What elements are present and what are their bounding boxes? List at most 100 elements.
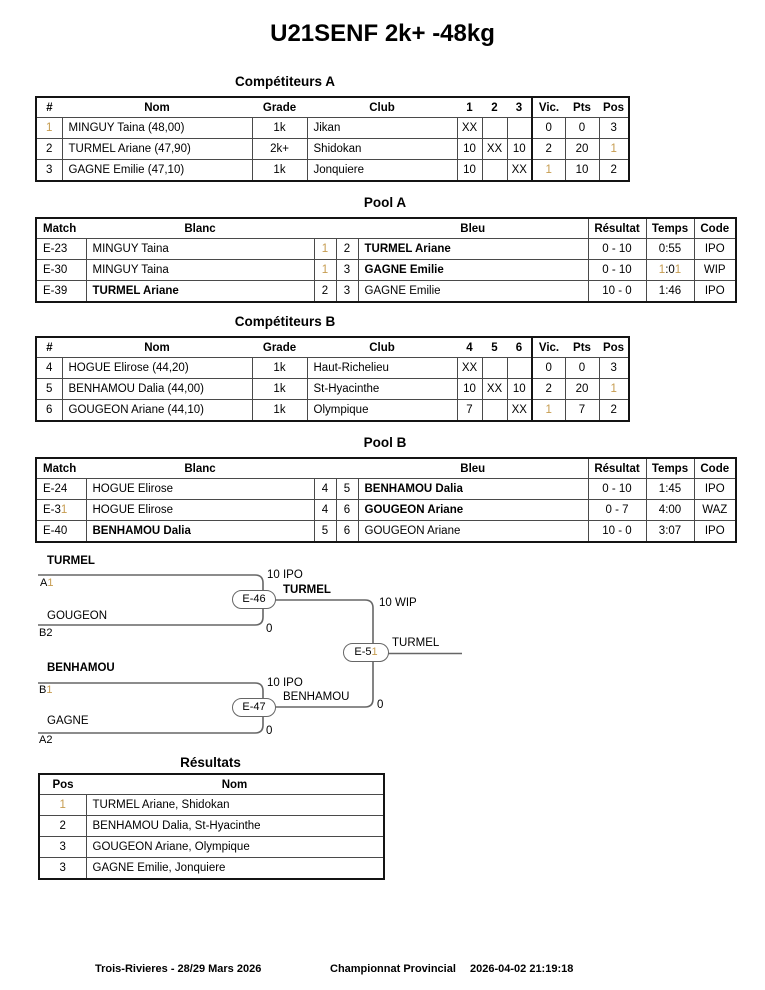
column-header: 5 [482,337,507,358]
table-cell: 1k [251,399,308,422]
table-cell: HOGUE Elirose [85,499,315,521]
column-header: Club [307,97,457,118]
bracket-seed-name: BENHAMOU [47,662,115,674]
column-header: Grade [252,97,307,118]
table-cell: TURMEL Ariane [85,280,315,303]
table-cell [481,399,508,422]
table-cell: 2k+ [251,138,308,160]
table-cell: IPO [693,238,737,260]
table-cell: 4 [313,478,337,500]
page-title: U21SENF 2k+ -48kg [270,20,495,47]
table-cell: 1 [598,138,630,160]
column-header: 4 [457,337,482,358]
table-cell: GAGNE Emilie (47,10) [61,159,253,182]
column-header: Match [36,458,86,479]
table-cell: 3 [335,280,359,303]
table-cell: E-23 [35,238,87,260]
column-header: Nom [62,337,252,358]
table-cell: 3:07 [645,520,695,543]
table-cell: TURMEL Ariane (47,90) [61,138,253,160]
table-cell: 10 [456,159,483,182]
column-header: Temps [645,458,694,479]
column-header: Vic. [531,337,565,358]
table-cell: E-40 [35,520,87,543]
tan-one-digit: 1 [610,383,617,395]
table-cell: XX [456,117,483,139]
table-cell: 7 [564,399,600,422]
table-cell: TURMEL Ariane, Shidokan [85,794,385,816]
table-cell: 1k [251,378,308,400]
table-cell: 0 - 10 [587,259,647,281]
column-header: Nom [86,774,384,795]
column-header: Vic. [531,97,565,118]
table-cell: GAGNE Emilie, Jonquiere [85,857,385,880]
column-header: Résultat [587,458,646,479]
column-header: Blanc [86,218,314,239]
table-cell: 1:46 [645,280,695,303]
section-heading-competitors-a: Compétiteurs A [234,74,335,89]
table-cell: 4 [313,499,337,521]
footer-location: Trois-Rivieres - 28/29 Mars 2026 [95,963,262,975]
table-cell: MINGUY Taina (48,00) [61,117,253,139]
column-header: Pts [565,337,599,358]
table-cell: GOUGEON Ariane (44,10) [61,399,253,422]
table-cell: MINGUY Taina [85,238,315,260]
bracket-match-oval: E-51 [343,643,389,662]
table-cell: 0 [531,117,566,139]
tan-one-digit: 1 [658,264,666,276]
table-cell: BENHAMOU Dalia (44,00) [61,378,253,400]
table-cell: 1 [35,117,63,139]
table-cell: 2 [335,238,359,260]
table-cell: 20 [564,138,600,160]
table-cell: 1 [598,378,630,400]
column-header: Blanc [86,458,314,479]
table-cell: 1:45 [645,478,695,500]
table-cell: 10 [506,378,533,400]
column-header: Pos [39,774,86,795]
column-header: Code [693,458,736,479]
bracket-winner-label: BENHAMOU [283,691,350,703]
column-header: Bleu [358,458,588,479]
table-cell: IPO [693,520,737,543]
table-cell: 1k [251,357,308,379]
table-cell: XX [506,159,533,182]
table-cell: 10 - 0 [587,280,647,303]
table-cell: 0 - 10 [587,478,647,500]
table-cell: BENHAMOU Dalia, St-Hyacinthe [85,815,385,837]
table-cell: WAZ [693,499,737,521]
bracket-score-top: 10 IPO [267,569,303,581]
table-cell [481,117,508,139]
table-cell: Olympique [306,399,458,422]
table-cell: 0 - 10 [587,238,647,260]
table-cell: 1 [313,259,337,281]
table-cell: BENHAMOU Dalia [357,478,589,500]
column-header: 6 [507,337,532,358]
table-cell: GOUGEON Ariane, Olympique [85,836,385,858]
column-header: Temps [645,218,694,239]
column-header: # [36,337,62,358]
table-cell: 3 [35,159,63,182]
column-header: # [36,97,62,118]
table-cell [481,159,508,182]
table-cell: 2 [313,280,337,303]
tan-one-digit: 1 [674,264,682,276]
table-cell: 7 [456,399,483,422]
bracket-score-bottom: 0 [266,623,273,635]
table-cell: 0 [564,357,600,379]
table-cell: 1 [531,159,566,182]
table-cell: IPO [693,280,737,303]
table-cell: GOUGEON Ariane [357,499,589,521]
column-header [336,218,358,239]
